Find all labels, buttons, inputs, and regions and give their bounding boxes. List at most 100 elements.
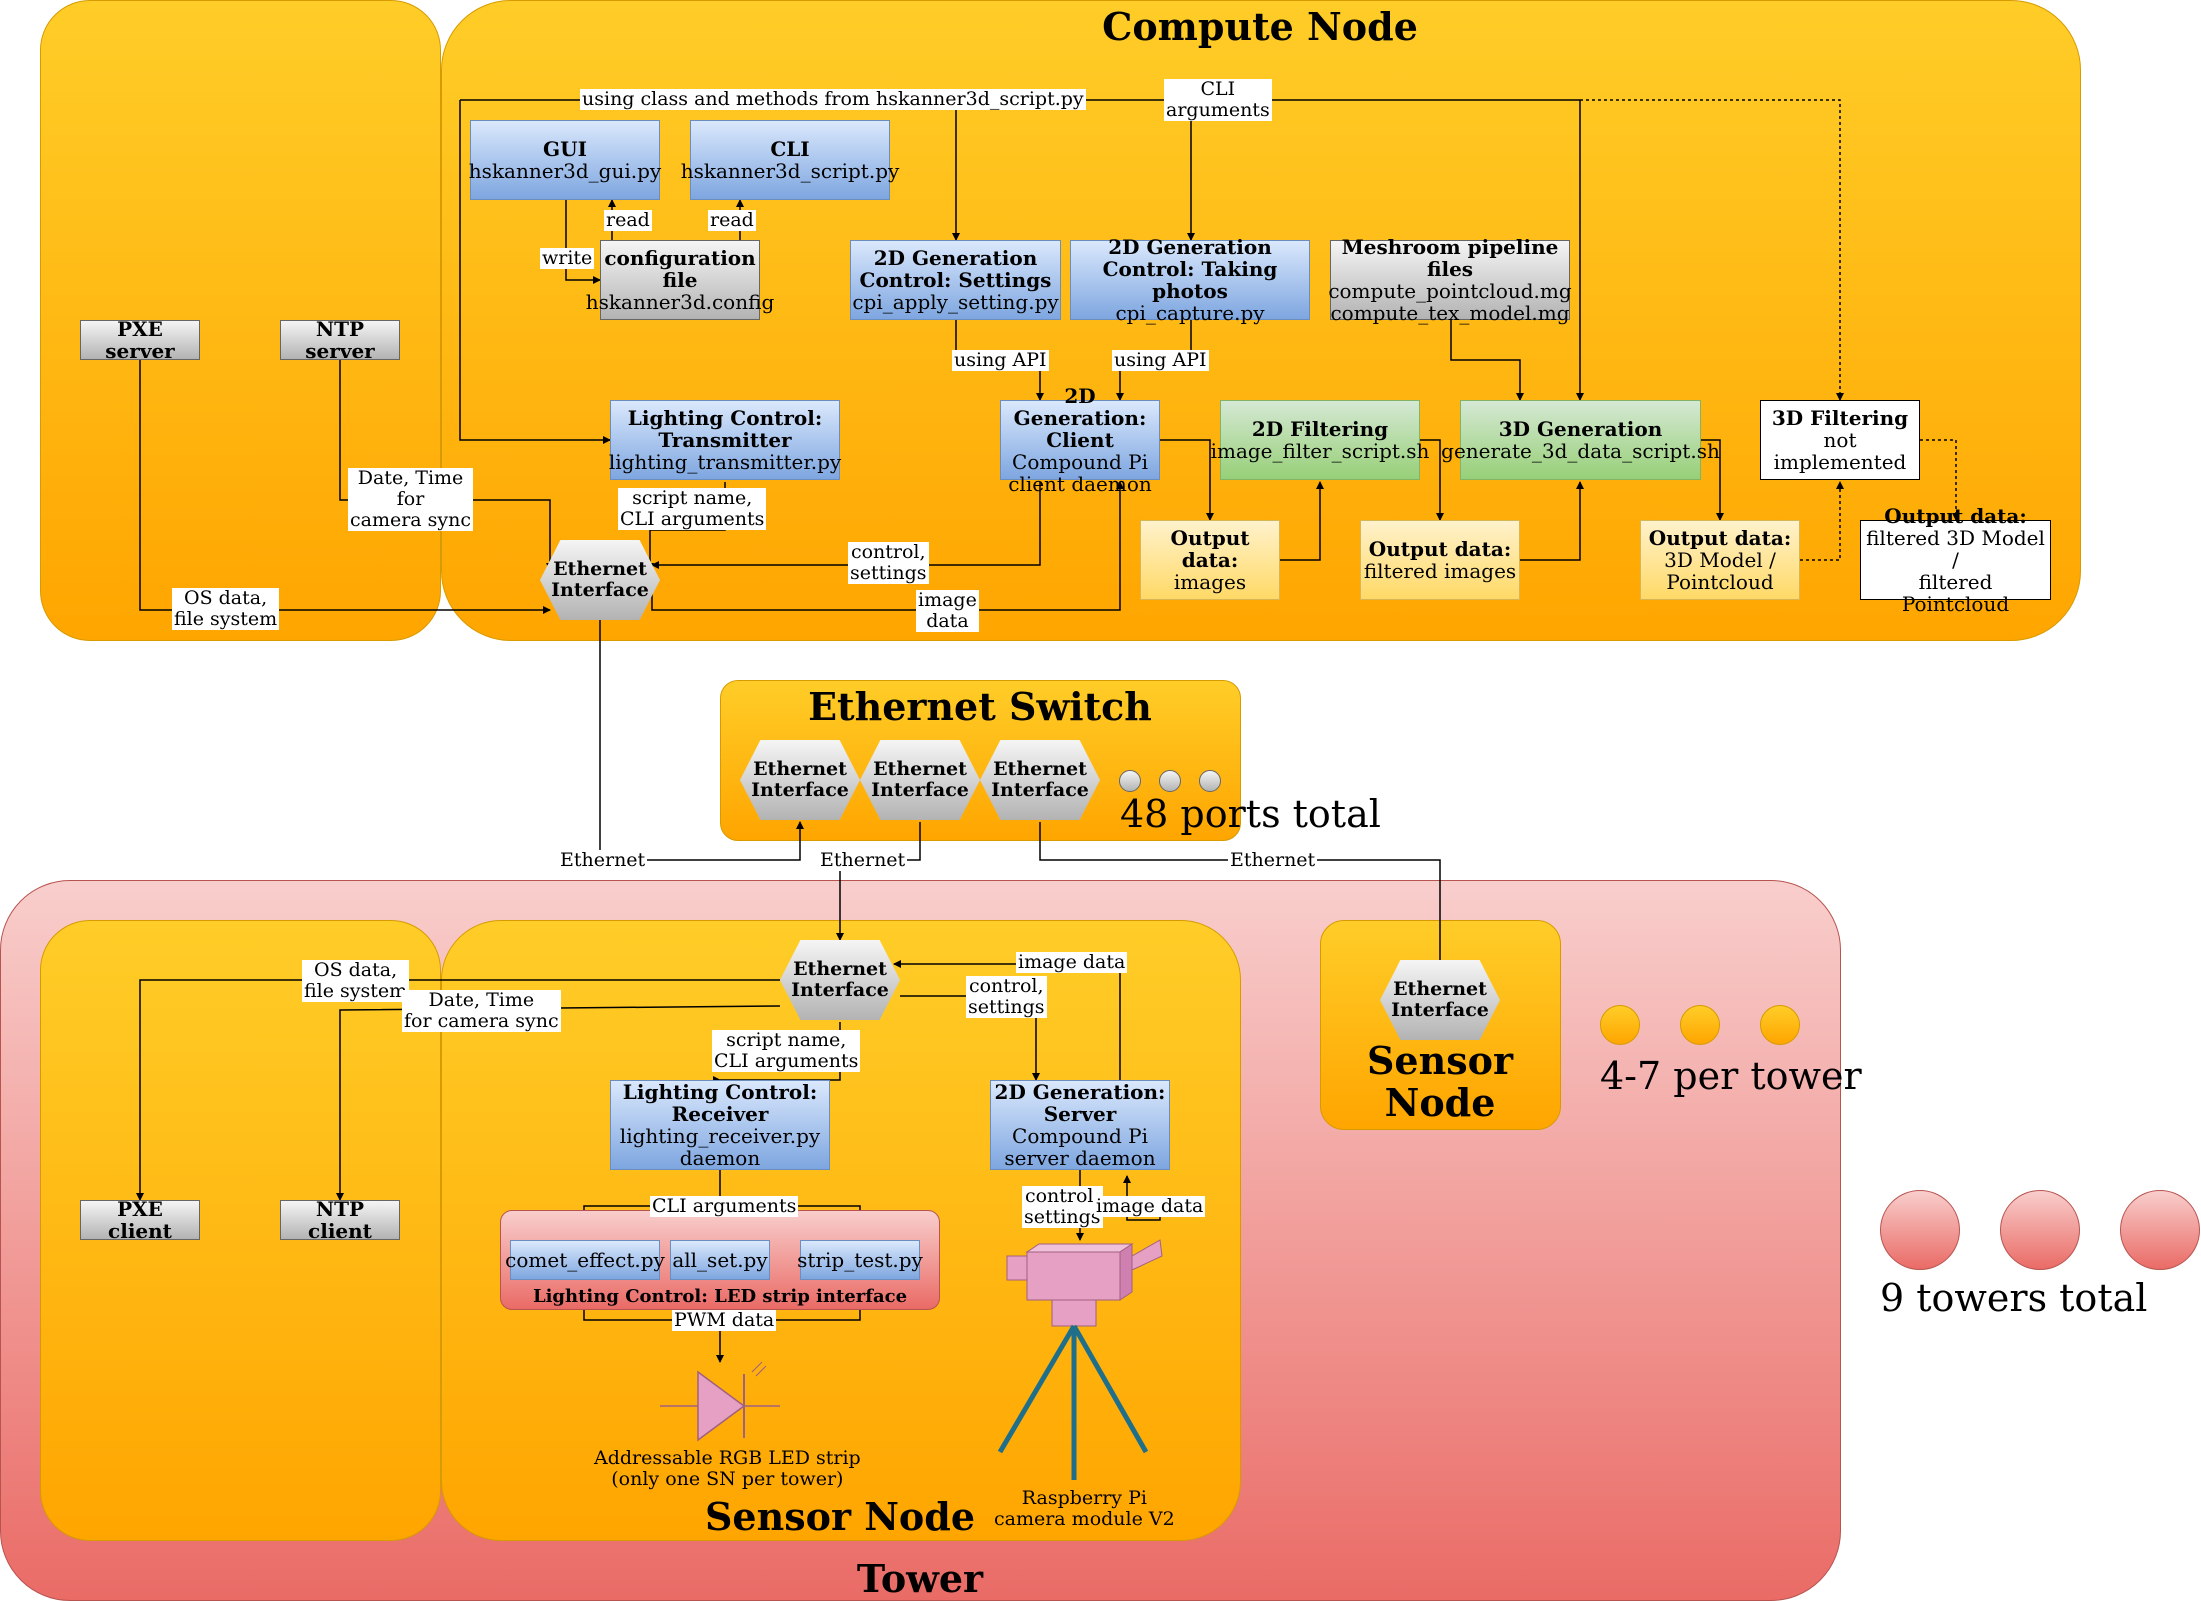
label-ethernet-3: Ethernet <box>1228 849 1318 871</box>
sensor-small-eth-line2: Interface <box>1391 999 1489 1021</box>
filter3d-title: 3D Filtering <box>1771 406 1909 430</box>
label-using-class: using class and methods from hskanner3d_… <box>580 88 1086 110</box>
gen-server-line2: server daemon <box>1004 1146 1156 1170</box>
label-control-settings: control, settings <box>848 541 929 584</box>
label-write: write <box>540 247 595 269</box>
switch-eth3-line1: Ethernet <box>993 758 1087 780</box>
label-sn-script-name: script name, CLI arguments <box>712 1029 861 1072</box>
output-filtered-model-title: Output data: <box>1884 504 2027 528</box>
output-model-line2: Pointcloud <box>1666 570 1774 594</box>
switch-port-dot <box>1199 770 1221 792</box>
output-filtered-model-box: Output data: filtered 3D Model / filtere… <box>1860 505 2051 615</box>
strip-test-label: strip_test.py <box>797 1248 923 1272</box>
label-sn-pwm: PWM data <box>672 1309 777 1331</box>
label-date-time: Date, Time for camera sync <box>348 467 474 531</box>
output-model-title: Output data: <box>1648 526 1792 550</box>
sensor-node-small-line2: Node <box>1384 1080 1496 1125</box>
gen-client-box: 2D Generation: Client Compound Pi client… <box>1000 385 1160 495</box>
output-filtered-model-line1: filtered 3D Model / <box>1866 526 2045 572</box>
output-images-box: Output data: images <box>1140 520 1280 600</box>
gui-box[interactable]: GUI hskanner3d_gui.py <box>469 120 661 200</box>
sensor-node-dot <box>1760 1005 1800 1045</box>
config-file: hskanner3d.config <box>585 290 775 314</box>
output-filtered-box: Output data: filtered images <box>1360 520 1520 600</box>
pxe-client-label: PXE client <box>108 1197 172 1243</box>
output-model-box: Output data: 3D Model / Pointcloud <box>1640 520 1800 600</box>
sensor-node-small-line1: Sensor <box>1366 1038 1513 1083</box>
sensor-eth-line2: Interface <box>791 979 889 1001</box>
cli-title: CLI <box>770 137 810 161</box>
gen-settings-title: 2D Generation Control: Settings <box>859 246 1052 292</box>
gen-photos-file: cpi_capture.py <box>1115 301 1265 325</box>
output-images-value: images <box>1173 570 1247 594</box>
gen3d-file: generate_3d_data_script.sh <box>1441 439 1720 463</box>
sensor-small-eth-line1: Ethernet <box>1393 978 1487 1000</box>
filter2d-file: image_filter_script.sh <box>1210 439 1430 463</box>
meshroom-title: Meshroom pipeline files <box>1341 235 1559 281</box>
gen-server-line1: Compound Pi <box>1012 1124 1148 1148</box>
filter2d-title: 2D Filtering <box>1251 417 1389 441</box>
label-ethernet-2: Ethernet <box>818 849 908 871</box>
gen-settings-box: 2D Generation Control: Settings cpi_appl… <box>850 240 1061 320</box>
gen-client-line1: Compound Pi <box>1012 450 1148 474</box>
gen3d-box: 3D Generation generate_3d_data_script.sh <box>1441 400 1720 480</box>
tower-dot <box>2000 1190 2080 1270</box>
label-ethernet-1: Ethernet <box>558 849 648 871</box>
config-box: configuration file hskanner3d.config <box>586 240 774 320</box>
label-read-cli: read <box>708 209 756 231</box>
ntp-server-label: NTP server <box>305 317 375 363</box>
label-image-data: image data <box>916 589 979 632</box>
tower-title: Tower <box>856 1556 984 1601</box>
gen3d-title: 3D Generation <box>1498 417 1663 441</box>
tower-dot <box>2120 1190 2200 1270</box>
meshroom-box: Meshroom pipeline files compute_pointclo… <box>1328 236 1572 324</box>
lighting-transmitter-title: Lighting Control: Transmitter <box>627 406 823 452</box>
label-sn-control-2: control, settings <box>1022 1185 1103 1228</box>
label-sn-cli-arguments: CLI arguments <box>650 1195 799 1217</box>
meshroom-file1: compute_pointcloud.mg <box>1328 279 1572 303</box>
cli-box[interactable]: CLI hskanner3d_script.py <box>681 120 899 200</box>
gen-server-box: 2D Generation: Server Compound Pi server… <box>990 1080 1170 1170</box>
all-set-box: all_set.py <box>670 1240 770 1280</box>
compute-eth-line2: Interface <box>551 579 649 601</box>
switch-eth1-line1: Ethernet <box>753 758 847 780</box>
label-using-api-2: using API <box>1112 349 1209 371</box>
per-tower-label: 4-7 per tower <box>1600 1054 1862 1098</box>
label-sn-control: control, settings <box>966 975 1047 1018</box>
lighting-transmitter-file: lighting_transmitter.py <box>608 450 842 474</box>
lighting-transmitter-box: Lighting Control: Transmitter lighting_t… <box>608 400 842 480</box>
compute-eth-line1: Ethernet <box>553 558 647 580</box>
output-images-title: Output data: <box>1170 526 1250 572</box>
sensor-node-small-title: Sensor Node <box>1330 1040 1550 1124</box>
filter3d-box: 3D Filtering not implemented <box>1760 400 1920 480</box>
camera-label: Raspberry Pi camera module V2 <box>994 1487 1175 1530</box>
ethernet-switch-title: Ethernet Switch <box>808 684 1152 729</box>
output-filtered-model-line2: filtered Pointcloud <box>1901 570 2010 616</box>
label-sn-os-data: OS data, file system <box>302 959 410 1002</box>
label-script-name: script name, CLI arguments <box>618 487 767 530</box>
gen-client-line2: client daemon <box>1008 472 1152 496</box>
output-model-line1: 3D Model / <box>1664 548 1776 572</box>
compute-node-title: Compute Node <box>1102 4 1418 49</box>
sensor-node-dot <box>1680 1005 1720 1045</box>
switch-port-dot <box>1159 770 1181 792</box>
sensor-eth-line1: Ethernet <box>793 958 887 980</box>
ntp-server: NTP server <box>280 317 400 363</box>
switch-eth2-line1: Ethernet <box>873 758 967 780</box>
gen-settings-file: cpi_apply_setting.py <box>852 290 1059 314</box>
strip-test-box: strip_test.py <box>797 1240 923 1280</box>
switch-eth2-line2: Interface <box>871 779 969 801</box>
comet-effect-label: comet_effect.py <box>505 1248 665 1272</box>
ntp-client: NTP client <box>280 1197 400 1243</box>
meshroom-file2: compute_tex_model.mg <box>1330 301 1570 325</box>
switch-ports-total: 48 ports total <box>1120 792 1381 836</box>
lighting-receiver-box: Lighting Control: Receiver lighting_rece… <box>610 1080 830 1170</box>
ntp-client-label: NTP client <box>308 1197 372 1243</box>
label-read-gui: read <box>604 209 652 231</box>
led-strip-label: Addressable RGB LED strip (only one SN p… <box>594 1447 861 1490</box>
lighting-receiver-title: Lighting Control: Receiver <box>622 1080 818 1126</box>
switch-eth3-line2: Interface <box>991 779 1089 801</box>
sensor-node-dot <box>1600 1005 1640 1045</box>
